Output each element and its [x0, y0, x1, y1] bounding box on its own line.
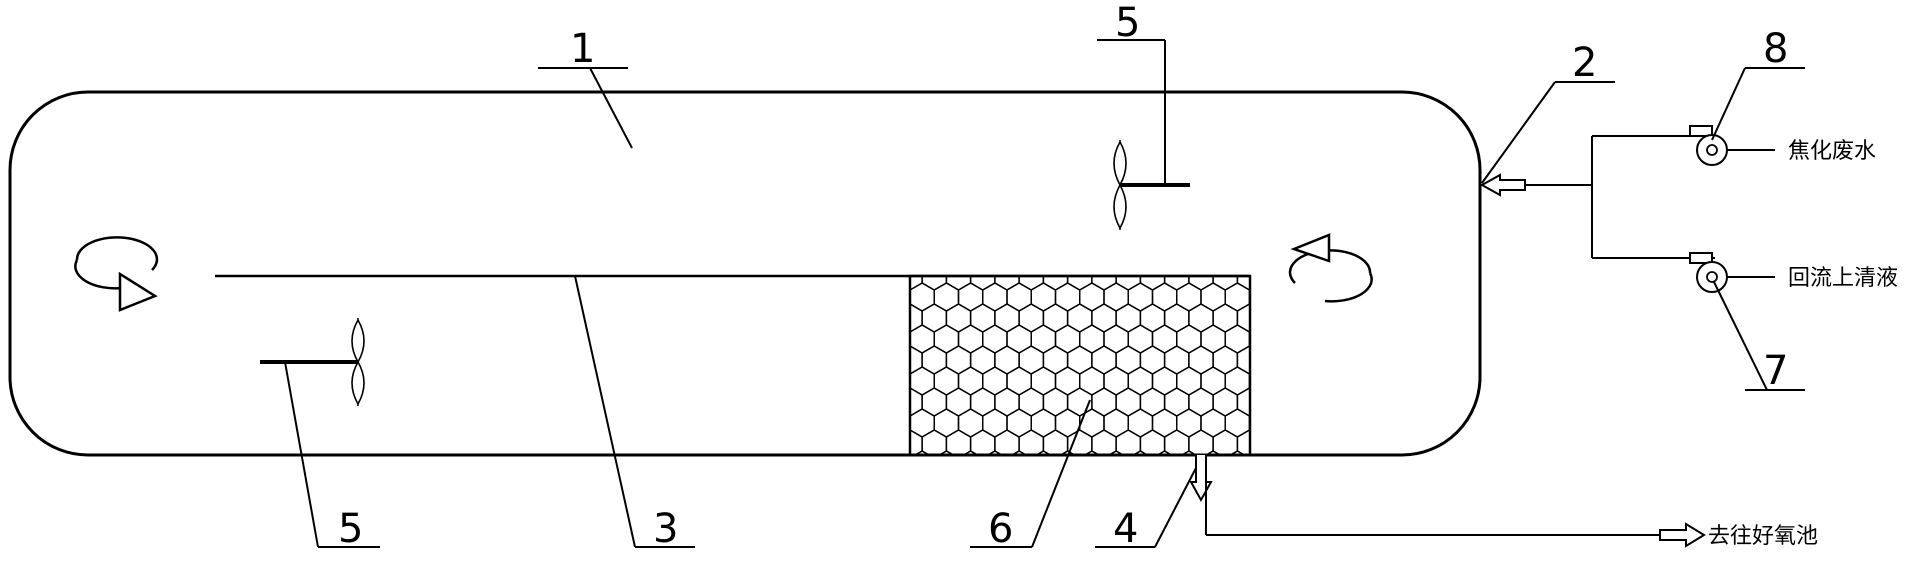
packing-hexagon: [910, 373, 911, 389]
callout-5-lower: 5: [338, 506, 363, 552]
pump-8-icon: [1689, 125, 1775, 166]
label-return-supernatant: 回流上清液: [1788, 266, 1898, 291]
pump-7-icon: [1689, 252, 1775, 293]
callout-8: 8: [1763, 26, 1788, 72]
callout-4: 4: [1113, 506, 1138, 552]
packing-hexagon: [1262, 388, 1286, 416]
label-coking-wastewater: 焦化废水: [1788, 139, 1876, 164]
packing-media: [874, 262, 1286, 457]
callout-2: 2: [1572, 40, 1597, 86]
packing-hexagon: [874, 304, 898, 332]
packing-hexagon: [1262, 304, 1286, 332]
outlet-arrow-icon: [1189, 455, 1213, 503]
agitator-lower-icon: [260, 318, 365, 406]
circulation-arrow-left-icon: [74, 236, 159, 312]
packing-hexagon: [910, 415, 911, 431]
inlet-arrow-icon: [1479, 173, 1526, 197]
packing-hexagon: [1248, 372, 1250, 390]
packing-hexagon: [1262, 346, 1286, 374]
agitator-upper-icon: [1113, 140, 1190, 230]
label-to-aerobic-tank: 去往好氧池: [1708, 524, 1818, 549]
circulation-arrow-right-icon: [1288, 233, 1373, 303]
to-aerobic-arrow-icon: [1659, 522, 1706, 548]
packing-hexagon: [1248, 330, 1250, 348]
callout-7: 7: [1763, 348, 1788, 394]
packing-hexagon: [1262, 262, 1286, 290]
callout-5-upper: 5: [1115, 0, 1140, 46]
packing-hexagon: [1248, 414, 1250, 432]
packing-hexagon: [1236, 429, 1250, 455]
packing-hexagon: [874, 346, 898, 374]
outlet-piping: [1189, 455, 1706, 548]
callout-3: 3: [653, 506, 678, 552]
packing-hexagon: [910, 331, 911, 347]
leader-lines: [284, 39, 1805, 548]
packing-hexagon: [1248, 288, 1250, 306]
tank-outline: [8, 90, 1482, 457]
packing-hexagon: [910, 289, 911, 305]
callout-6: 6: [988, 506, 1013, 552]
packing-hexagon: [874, 388, 898, 416]
inlet-piping: [1479, 135, 1715, 259]
callout-1: 1: [570, 26, 595, 72]
